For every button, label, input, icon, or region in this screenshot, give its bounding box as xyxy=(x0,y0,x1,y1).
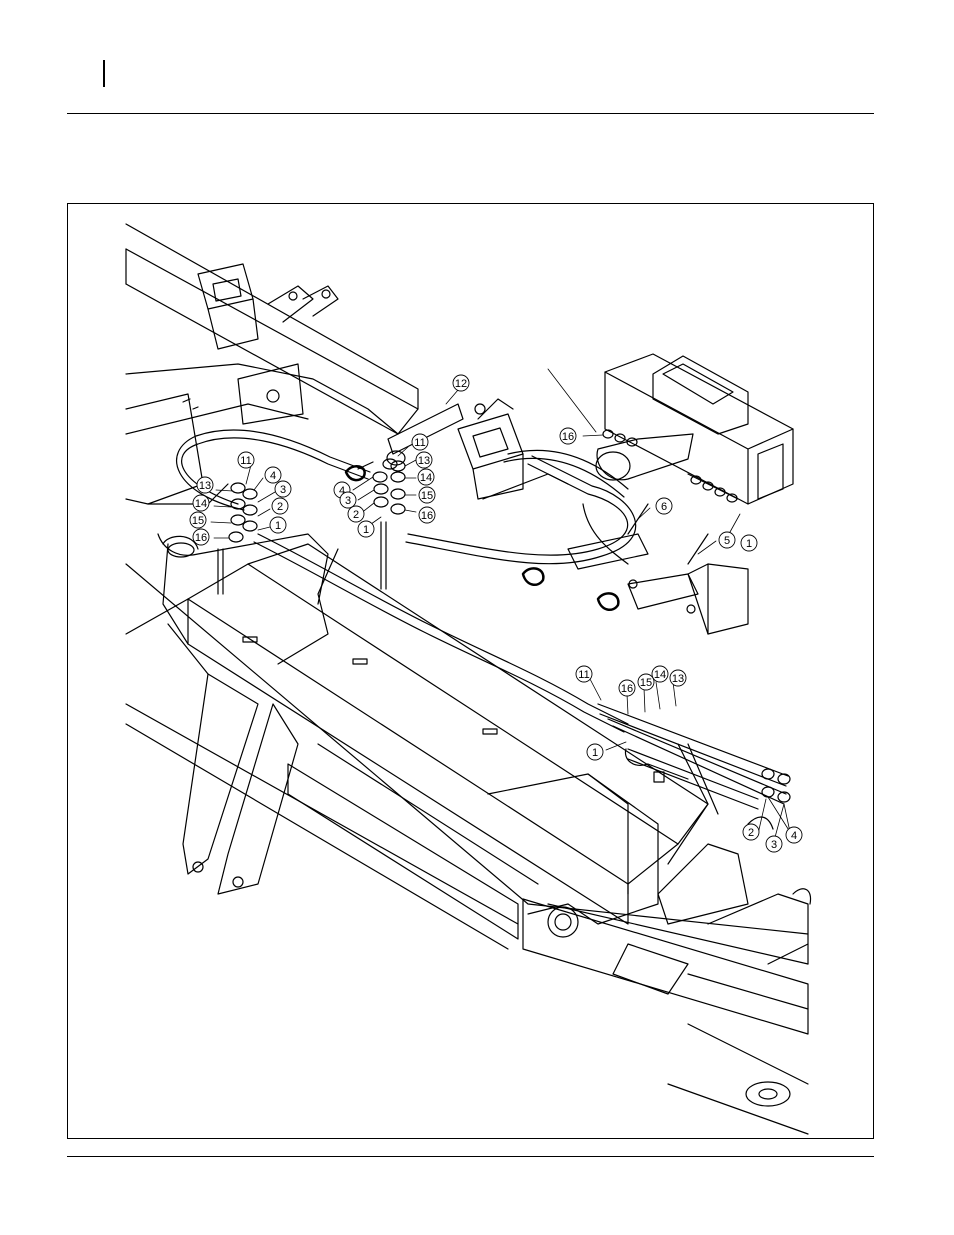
callout-number: 3 xyxy=(771,839,777,851)
callout-c3b: 3 xyxy=(340,492,356,508)
callout-number: 16 xyxy=(421,510,433,522)
callout-c4a: 4 xyxy=(265,467,281,483)
callout-number: 16 xyxy=(562,431,574,443)
callout-c6: 6 xyxy=(656,498,672,514)
callout-number: 14 xyxy=(654,669,666,681)
callout-number: 14 xyxy=(195,498,207,510)
callout-number: 15 xyxy=(640,677,652,689)
main-centre-beam xyxy=(158,534,708,924)
callout-c11b: 11 xyxy=(412,434,428,450)
exploded-parts-drawing: 1141331421511612114133141521611616511161… xyxy=(68,204,874,1139)
header-vertical-bar xyxy=(103,60,105,87)
callout-c1c: 1 xyxy=(741,535,757,551)
callout-number: 6 xyxy=(661,501,667,513)
callout-c2a: 2 xyxy=(272,498,288,514)
callout-c16d: 16 xyxy=(619,680,635,696)
callout-c5: 5 xyxy=(719,532,735,548)
callout-number: 13 xyxy=(418,455,430,467)
callout-number: 12 xyxy=(455,378,467,390)
footer-rule xyxy=(67,1156,874,1157)
callout-c2b: 2 xyxy=(348,506,364,522)
hopper-box xyxy=(596,354,793,504)
callout-number: 3 xyxy=(345,495,351,507)
centre-pivot-bracket xyxy=(458,399,568,499)
callout-number: 14 xyxy=(420,472,432,484)
callout-number: 3 xyxy=(280,484,286,496)
callout-c16a: 16 xyxy=(193,529,209,545)
callout-c12: 12 xyxy=(453,375,469,391)
callout-number: 16 xyxy=(621,683,633,695)
callout-c16c: 16 xyxy=(560,428,576,444)
callout-number: 1 xyxy=(592,747,598,759)
support-arms xyxy=(168,624,298,894)
callout-c15d: 15 xyxy=(638,674,654,690)
callout-number: 15 xyxy=(192,515,204,527)
callout-number: 16 xyxy=(195,532,207,544)
callout-c3a: 3 xyxy=(275,481,291,497)
callout-c14a: 14 xyxy=(193,495,209,511)
callout-number: 11 xyxy=(578,669,589,681)
callout-number: 4 xyxy=(791,830,797,842)
callout-c13a: 13 xyxy=(197,477,213,493)
callout-number: 2 xyxy=(748,827,754,839)
callout-number: 1 xyxy=(275,520,281,532)
callout-c2d: 2 xyxy=(743,824,759,840)
callout-number: 1 xyxy=(363,524,369,536)
callout-c11a: 11 xyxy=(238,452,254,468)
right-boom-section xyxy=(488,744,811,1134)
callout-c4d: 4 xyxy=(786,827,802,843)
callout-c1b: 1 xyxy=(358,521,374,537)
callout-c14b: 14 xyxy=(418,469,434,485)
callout-c14d: 14 xyxy=(652,666,668,682)
header-rule xyxy=(67,113,874,114)
callout-c13b: 13 xyxy=(416,452,432,468)
callout-c1d: 1 xyxy=(587,744,603,760)
callout-number: 2 xyxy=(277,501,283,513)
left-coupler-cluster xyxy=(218,483,257,594)
callout-c11d: 11 xyxy=(576,666,592,682)
callout-number: 15 xyxy=(421,490,433,502)
callout-number: 5 xyxy=(724,535,730,547)
upper-frame-beam xyxy=(126,224,418,504)
callout-number: 1 xyxy=(746,538,752,550)
callout-number: 11 xyxy=(240,455,251,467)
callout-c15a: 15 xyxy=(190,512,206,528)
callout-c15b: 15 xyxy=(419,487,435,503)
callout-number: 11 xyxy=(414,437,425,449)
callout-c1a: 1 xyxy=(270,517,286,533)
lower-valve-bodies xyxy=(523,504,748,634)
hydraulic-hose-loop xyxy=(177,430,636,732)
callout-c13d: 13 xyxy=(670,670,686,686)
callout-number: 4 xyxy=(270,470,276,482)
callout-number: 2 xyxy=(353,509,359,521)
callout-number: 13 xyxy=(672,673,684,685)
callout-c3d: 3 xyxy=(766,836,782,852)
callout-number: 13 xyxy=(199,480,211,492)
callout-c16b: 16 xyxy=(419,507,435,523)
